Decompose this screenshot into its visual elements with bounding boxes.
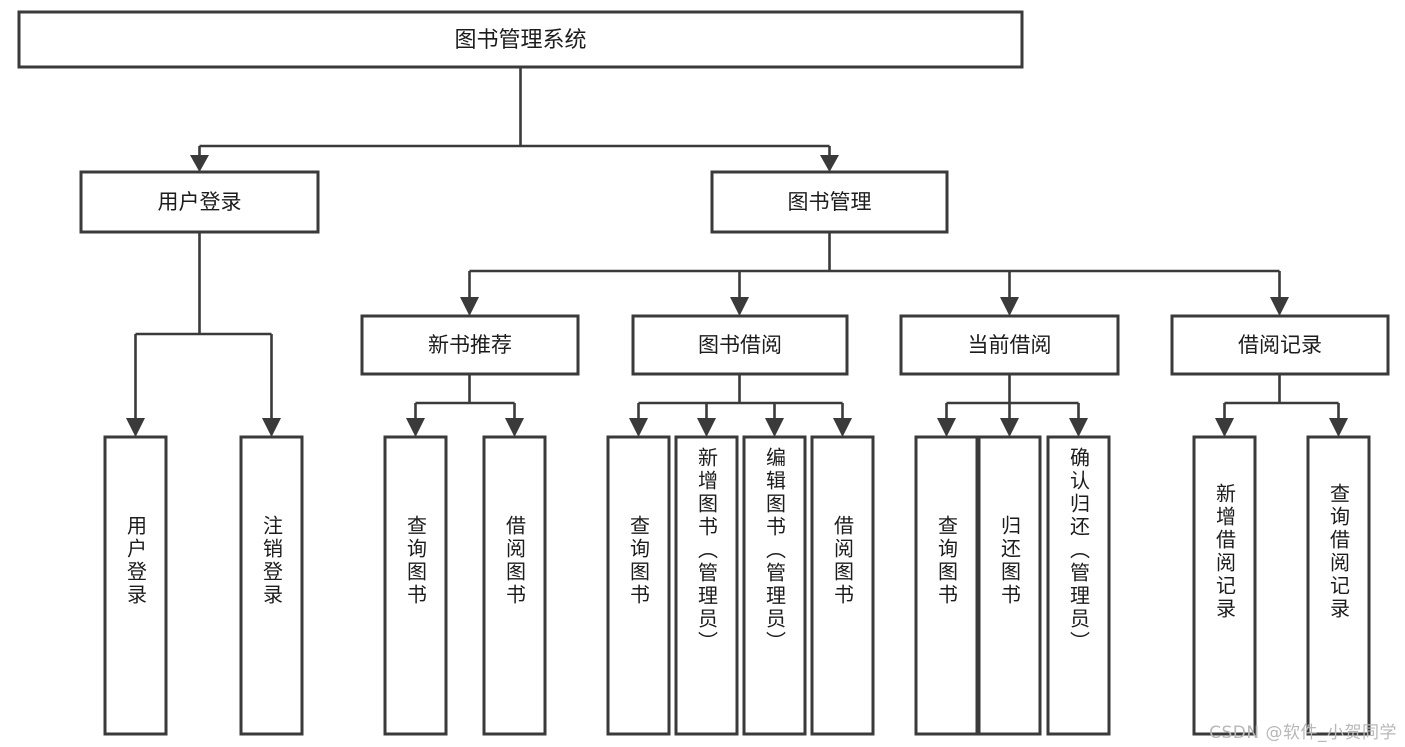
arrow-head-user-login [190, 155, 209, 172]
connector-group-root [190, 67, 839, 172]
node-book-borrow-box[interactable] [631, 314, 849, 376]
arrow-head-leaf-query-book-3 [937, 418, 956, 437]
node-root-box[interactable] [17, 10, 1024, 69]
node-new-book-recommend-box[interactable] [360, 314, 580, 376]
node-leaf-edit-book-box[interactable] [742, 435, 807, 736]
connector-group-current-borrow [937, 374, 1088, 437]
arrow-head-leaf-query-record [1329, 418, 1348, 437]
arrow-head-leaf-query-book-1 [406, 418, 425, 437]
node-leaf-logout-login-box[interactable] [239, 435, 304, 736]
arrow-head-leaf-logout-login [262, 418, 281, 437]
arrow-head-leaf-borrow-book-1 [505, 418, 524, 437]
node-leaf-user-login-box[interactable] [103, 435, 168, 736]
node-leaf-query-book-1-box[interactable] [383, 435, 448, 736]
node-leaf-query-book-3-box[interactable] [914, 435, 979, 736]
node-book-manage-label: 图书管理 [788, 190, 872, 214]
arrow-head-book-borrow [730, 297, 749, 316]
node-root-label: 图书管理系统 [454, 28, 586, 53]
arrow-head-leaf-borrow-book-2 [833, 418, 852, 437]
node-new-book-recommend-label: 新书推荐 [428, 333, 512, 357]
node-book-borrow-label: 图书借阅 [698, 333, 782, 357]
node-current-borrow-label: 当前借阅 [968, 333, 1052, 357]
node-user-login-label: 用户登录 [158, 190, 242, 214]
arrow-head-leaf-add-record [1215, 418, 1234, 437]
connector-group-book-borrow [629, 374, 852, 437]
connector-group-new-book-recommend [406, 374, 524, 437]
arrow-head-borrow-record [1270, 297, 1289, 316]
connector-group-book-manage [460, 232, 1289, 316]
connector-group-user-login [126, 232, 281, 437]
node-leaf-borrow-book-1-box[interactable] [482, 435, 547, 736]
node-leaf-borrow-book-2-box[interactable] [810, 435, 875, 736]
arrow-head-leaf-query-book-2 [629, 418, 648, 437]
connector-group-borrow-record [1215, 374, 1348, 437]
arrow-head-leaf-add-book [697, 418, 716, 437]
arrow-head-new-book-recommend [460, 297, 479, 316]
arrow-head-leaf-user-login [126, 418, 145, 437]
node-borrow-record-label: 借阅记录 [1238, 333, 1322, 357]
arrow-head-leaf-edit-book [765, 418, 784, 437]
node-leaf-query-record-box[interactable] [1306, 435, 1371, 736]
node-borrow-record-box[interactable] [1170, 314, 1390, 376]
arrow-head-current-borrow [1000, 297, 1019, 316]
node-current-borrow-box[interactable] [899, 314, 1120, 376]
node-book-manage-box[interactable] [710, 170, 949, 234]
arrow-head-leaf-confirm-return [1069, 418, 1088, 437]
node-leaf-add-record-box[interactable] [1192, 435, 1257, 736]
node-leaf-add-book-box[interactable] [674, 435, 739, 736]
node-user-login-box[interactable] [79, 170, 320, 234]
arrow-head-leaf-return-book [1000, 418, 1019, 437]
node-leaf-return-book-box[interactable] [977, 435, 1042, 736]
node-leaf-query-book-2-box[interactable] [606, 435, 671, 736]
node-leaf-confirm-return-box[interactable] [1046, 435, 1111, 736]
arrow-head-book-manage [820, 155, 839, 172]
